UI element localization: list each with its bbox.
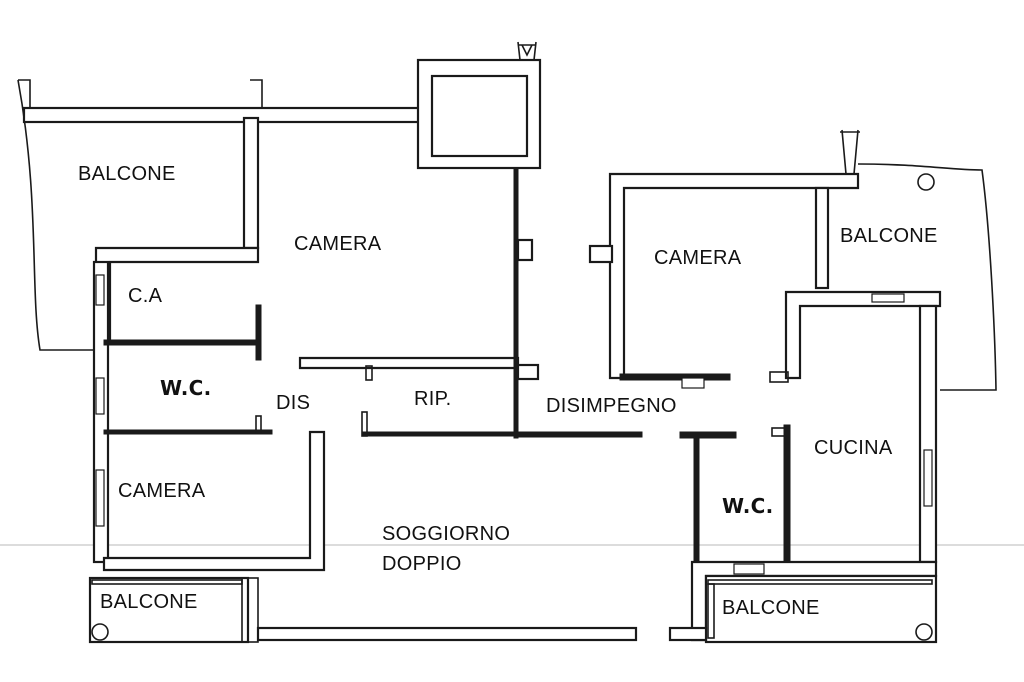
wall-right-top	[608, 172, 860, 380]
wall-camera-right-sq	[681, 377, 705, 389]
window-left-2	[95, 377, 105, 415]
wall-wc-cucina	[783, 424, 791, 566]
label-ca: C.A	[128, 285, 163, 307]
wall-right-stub	[588, 244, 614, 264]
balcony-se-left	[707, 583, 715, 639]
wall-spine-2	[516, 238, 534, 262]
wall-top-left	[22, 106, 426, 124]
wall-kitchen-door	[769, 371, 789, 383]
label-soggiorno-2: DOPPIO	[382, 553, 462, 575]
column-sw	[91, 623, 109, 641]
wall-spine-3	[516, 363, 540, 381]
window-wc	[733, 563, 765, 575]
label-camera-right: CAMERA	[654, 247, 742, 269]
window-left-1	[95, 274, 105, 306]
wall-camera-balcone	[814, 186, 830, 290]
wall-camera-right-bottom	[619, 373, 731, 381]
label-balcone-ne: BALCONE	[840, 225, 938, 247]
wall-bottom-left	[256, 626, 638, 642]
wall-kitchen-top	[784, 290, 942, 380]
balcony-nw-outline	[17, 79, 263, 351]
wall-bottom-right-stub	[668, 626, 708, 642]
wall-ca-wc	[103, 339, 257, 346]
window-kitchen-top	[871, 293, 905, 303]
label-wc-right: W.C.	[722, 494, 774, 518]
label-disimpegno: DISIMPEGNO	[546, 395, 677, 417]
wall-disimpegno	[517, 431, 643, 438]
shaft-inner	[430, 74, 529, 158]
label-cucina: CUCINA	[814, 437, 893, 459]
wall-camera-left	[102, 430, 326, 572]
wall-corridor	[298, 356, 520, 370]
label-rip: RIP.	[414, 388, 452, 410]
balcony-ne-outline	[857, 163, 997, 391]
wall-ca-top	[94, 246, 260, 342]
label-camera-left: CAMERA	[118, 480, 206, 502]
wall-wc-door	[255, 415, 262, 433]
window-left-3	[95, 469, 105, 527]
label-balcone-se: BALCONE	[722, 597, 820, 619]
shaft-vent	[517, 41, 537, 61]
wall-rip-left	[361, 411, 368, 437]
wall-kitchen-ext	[918, 304, 938, 564]
label-balcone-sw: BALCONE	[100, 591, 198, 613]
window-kitchen-right	[923, 449, 933, 507]
vent-right	[840, 129, 860, 175]
column-se	[915, 623, 933, 641]
wall-rip-bottom	[361, 431, 519, 437]
balcony-se	[704, 574, 938, 644]
column-ne	[917, 173, 935, 191]
balcony-se-inner	[707, 579, 933, 585]
label-balcone-nw: BALCONE	[78, 163, 176, 185]
label-dis: DIS	[276, 392, 311, 414]
wall-wc-camera	[103, 429, 273, 435]
wall-spine	[513, 167, 519, 439]
wall-ca-right	[255, 304, 262, 361]
label-soggiorno-1: SOGGIORNO	[382, 523, 511, 545]
label-camera-center: CAMERA	[294, 233, 382, 255]
wall-wc-right-top	[679, 431, 737, 439]
balcony-sw-side	[241, 577, 259, 643]
balcony-sw	[88, 576, 250, 644]
label-wc-left: W.C.	[160, 376, 212, 400]
wall-rip-door	[365, 365, 373, 381]
wall-balcony-camera	[242, 116, 260, 250]
wall-wc-right-left	[693, 433, 700, 563]
wall-wc-cucina-door	[771, 427, 787, 437]
